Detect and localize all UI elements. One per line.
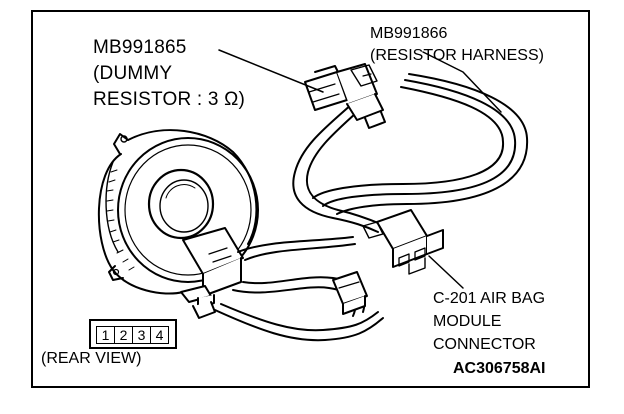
dummy-resistor-part-number: MB991865 — [93, 37, 187, 58]
connector-label-line1: C-201 AIR BAG — [433, 290, 546, 307]
clock-spring-illustration — [97, 49, 529, 342]
small-connector — [332, 271, 368, 315]
connector-label-line3: CONNECTOR — [433, 336, 536, 353]
pin-4: 4 — [151, 326, 169, 344]
resistor-harness-label: (RESISTOR HARNESS) — [370, 47, 544, 64]
connector-label-line2: MODULE — [433, 313, 502, 330]
rear-view-pin-diagram: 1 2 3 4 — [89, 319, 177, 349]
dummy-resistor-label-line2: (DUMMY — [93, 63, 173, 84]
clock-spring — [97, 129, 259, 319]
figure-code: AC306758AI — [453, 360, 546, 377]
pin-3: 3 — [133, 326, 151, 344]
pin-row: 1 2 3 4 — [96, 326, 169, 344]
rear-view-caption: (REAR VIEW) — [41, 350, 142, 367]
c201-connector — [362, 209, 444, 275]
dummy-resistor-label-line3: RESISTOR : 3 Ω) — [93, 89, 245, 110]
pin-2: 2 — [115, 326, 133, 344]
leader-lines — [218, 49, 502, 289]
pin-1: 1 — [96, 326, 115, 344]
dummy-resistor-connector — [304, 63, 386, 129]
resistor-harness-part-number: MB991866 — [370, 25, 448, 42]
diagram-frame: MB991865 (DUMMY RESISTOR : 3 Ω) MB991866… — [31, 10, 590, 388]
